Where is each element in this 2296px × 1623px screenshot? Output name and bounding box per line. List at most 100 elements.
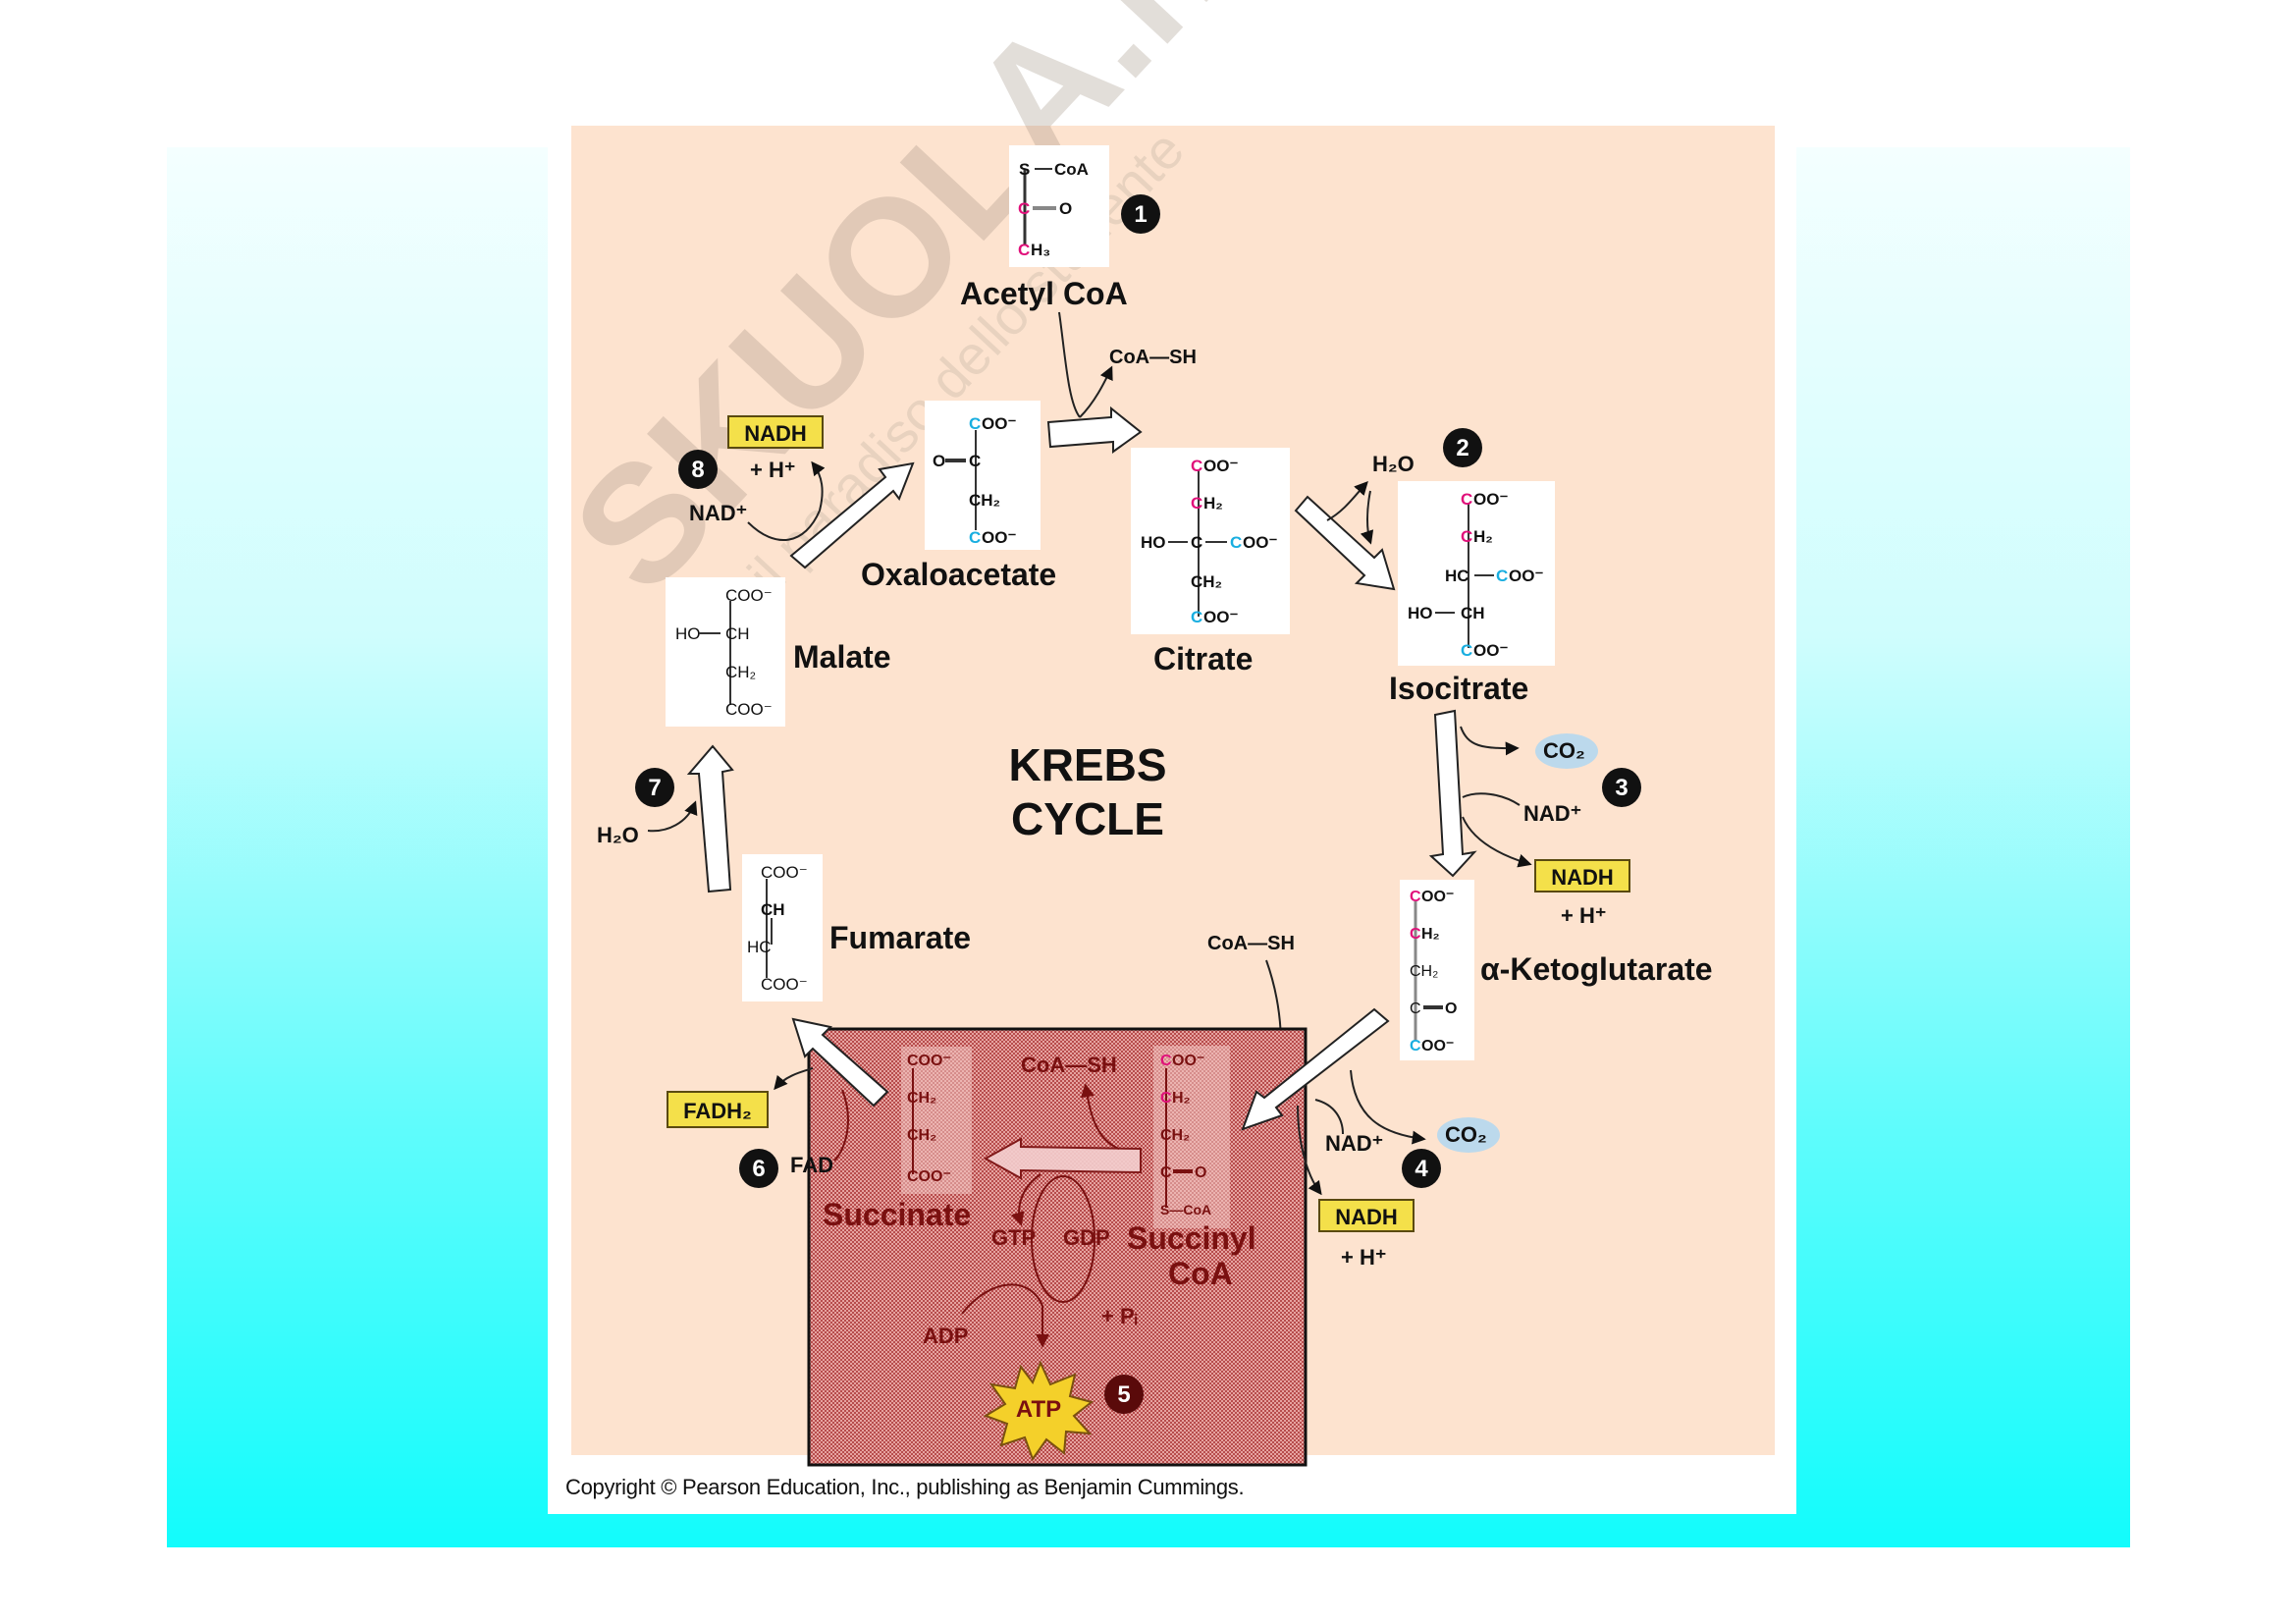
coa-sh-step5-label: CoA—SH: [1021, 1053, 1117, 1077]
svg-text:COO⁻: COO⁻: [761, 975, 808, 994]
step-5-badge: 5: [1104, 1375, 1144, 1414]
hplus-step8-label: + H⁺: [750, 458, 795, 482]
step-1-badge: 1: [1121, 194, 1160, 234]
svg-text:CH₂: CH₂: [907, 1090, 936, 1107]
svg-text:C: C: [969, 528, 981, 547]
succinate-label: Succinate: [823, 1197, 971, 1232]
svg-text:HC: HC: [1445, 567, 1469, 585]
svg-text:O: O: [1195, 1164, 1206, 1181]
svg-text:H₂: H₂: [1473, 527, 1493, 546]
svg-text:OO⁻: OO⁻: [1421, 889, 1454, 905]
svg-text:7: 7: [648, 775, 661, 801]
gtp-label: GTP: [991, 1225, 1036, 1250]
isocitrate-label: Isocitrate: [1389, 671, 1528, 706]
svg-text:CH: CH: [761, 900, 785, 919]
cycle-arrow-4: [1241, 1007, 1390, 1131]
svg-text:C: C: [1191, 457, 1202, 475]
svg-text:C: C: [1410, 926, 1421, 943]
svg-text:C: C: [1191, 533, 1202, 552]
step-6-badge: 6: [739, 1149, 778, 1188]
svg-text:NADH: NADH: [744, 421, 807, 446]
cycle-arrow-7: [686, 744, 734, 893]
svg-text:OO⁻: OO⁻: [982, 528, 1016, 547]
h2o-step7-label: H₂O: [597, 823, 639, 847]
svg-text:C: C: [1018, 199, 1030, 218]
svg-text:C: C: [1461, 641, 1472, 660]
nadh-step4-badge: NADH: [1318, 1199, 1415, 1232]
fadh2-badge: FADH₂: [667, 1091, 769, 1128]
svg-text:NADH: NADH: [1335, 1205, 1398, 1229]
svg-text:C: C: [1461, 527, 1472, 546]
svg-text:O: O: [1059, 199, 1072, 218]
svg-text:CH: CH: [725, 624, 750, 643]
adp-label: ADP: [923, 1324, 968, 1348]
svg-text:3: 3: [1615, 775, 1628, 801]
svg-text:CH₂: CH₂: [1160, 1127, 1190, 1144]
molecule-acetyl-coa: S CoA C O C H₃: [1009, 145, 1109, 267]
svg-text:O: O: [933, 452, 945, 470]
svg-text:H₂: H₂: [1203, 494, 1223, 513]
svg-text:C: C: [969, 452, 981, 470]
svg-text:C: C: [1160, 1164, 1172, 1181]
molecule-oxaloacetate: C OO⁻ O C CH₂ C OO⁻: [925, 401, 1041, 550]
svg-text:NADH: NADH: [1551, 865, 1614, 890]
alpha-ketoglutarate-label: α-Ketoglutarate: [1480, 951, 1713, 987]
hplus-step4-label: + H⁺: [1341, 1245, 1386, 1270]
nadh-step3-badge: NADH: [1534, 859, 1630, 893]
svg-text:ATP: ATP: [1016, 1396, 1061, 1423]
svg-text:8: 8: [691, 457, 704, 483]
coa-sh-step4-label: CoA—SH: [1207, 933, 1295, 954]
svg-text:COO⁻: COO⁻: [907, 1053, 951, 1069]
co2-step4: CO₂: [1437, 1117, 1500, 1153]
malate-label: Malate: [793, 639, 891, 675]
molecule-isocitrate: C OO⁻ C H₂ HC C OO⁻ HO CH C OO⁻: [1398, 481, 1555, 666]
coa-sh-top-label: CoA—SH: [1109, 347, 1197, 368]
cycle-arrow-6: [791, 1017, 889, 1108]
nad-step3-label: NAD⁺: [1523, 801, 1581, 826]
svg-text:5: 5: [1117, 1381, 1130, 1408]
svg-text:HO: HO: [1408, 604, 1433, 622]
step-8-badge: 8: [678, 450, 718, 489]
svg-text:CO₂: CO₂: [1543, 738, 1585, 763]
svg-text:H₂: H₂: [1421, 926, 1440, 943]
molecule-alpha-ketoglutarate: C OO⁻ C H₂ CH₂ C O C OO⁻: [1400, 880, 1474, 1060]
svg-text:OO⁻: OO⁻: [1421, 1038, 1454, 1055]
svg-text:HC: HC: [747, 938, 772, 956]
succinyl-coa-label-line1: Succinyl: [1127, 1220, 1256, 1256]
svg-text:C: C: [1191, 608, 1202, 626]
svg-text:C: C: [1018, 241, 1030, 259]
step-7-badge: 7: [635, 768, 674, 807]
cycle-arrow-1: [1046, 406, 1143, 454]
molecule-succinate: COO⁻ CH₂ CH₂ COO⁻: [901, 1047, 972, 1194]
gdp-label: GDP: [1063, 1225, 1110, 1250]
h2o-step2-label: H₂O: [1372, 452, 1415, 476]
svg-text:CH₂: CH₂: [907, 1127, 936, 1144]
svg-text:CO₂: CO₂: [1445, 1122, 1487, 1147]
svg-text:OO⁻: OO⁻: [1172, 1053, 1204, 1069]
svg-text:C: C: [1160, 1090, 1172, 1107]
svg-text:C: C: [1230, 533, 1242, 552]
svg-text:6: 6: [752, 1156, 765, 1182]
molecule-malate: COO⁻ HO CH CH₂ COO⁻: [666, 577, 785, 727]
molecule-fumarate: COO⁻ CH HC COO⁻: [742, 854, 823, 1001]
svg-text:OO⁻: OO⁻: [1243, 533, 1277, 552]
svg-text:HO: HO: [1141, 533, 1166, 552]
oxaloacetate-label: Oxaloacetate: [861, 557, 1056, 592]
molecule-succinyl-coa: C OO⁻ C H₂ CH₂ C O S—CoA: [1153, 1046, 1230, 1228]
fad-label: FAD: [790, 1153, 833, 1177]
svg-text:S—CoA: S—CoA: [1160, 1202, 1211, 1217]
svg-text:CH₂: CH₂: [969, 491, 1000, 510]
svg-text:OO⁻: OO⁻: [1509, 567, 1543, 585]
svg-text:4: 4: [1415, 1156, 1428, 1182]
svg-text:CH: CH: [1461, 604, 1485, 622]
svg-text:CH₂: CH₂: [1191, 572, 1222, 591]
svg-text:COO⁻: COO⁻: [725, 586, 773, 605]
svg-text:OO⁻: OO⁻: [1203, 457, 1238, 475]
hplus-step3-label: + H⁺: [1561, 903, 1606, 928]
svg-text:OO⁻: OO⁻: [982, 414, 1016, 433]
step-2-badge: 2: [1443, 428, 1482, 467]
cycle-arrow-3: [1428, 709, 1477, 878]
svg-text:OO⁻: OO⁻: [1203, 608, 1238, 626]
svg-text:H₂: H₂: [1172, 1090, 1191, 1107]
